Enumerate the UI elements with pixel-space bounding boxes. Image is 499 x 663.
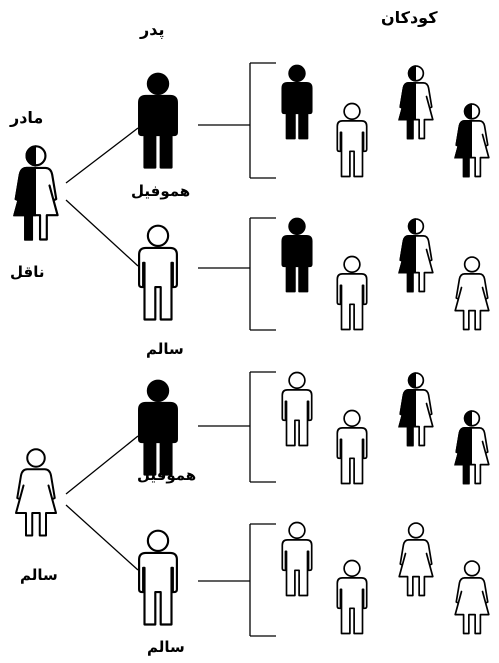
children-header: کودکان (381, 8, 438, 27)
father1-status-label: هموفیل (131, 182, 191, 200)
family1-child3-carrier-female-icon (398, 65, 434, 140)
family4-child3-healthy-female-icon (398, 522, 434, 597)
family2-child4-healthy-female-icon (454, 256, 490, 331)
family1-child2-healthy-male-icon (336, 102, 368, 178)
mother1-to-father2-line (65, 199, 139, 267)
family2-child1-affected-male-icon (281, 217, 313, 293)
family4-child1-healthy-male-icon (281, 521, 313, 597)
family1-child4-carrier-female-icon (454, 103, 490, 178)
mother2-to-father4-line (65, 504, 139, 571)
father3-affected-male-icon (138, 379, 178, 476)
family4-child2-healthy-male-icon (336, 559, 368, 635)
family4-child4-healthy-female-icon (454, 560, 490, 635)
family3-child2-healthy-male-icon (336, 409, 368, 485)
family3-child1-healthy-male-icon (281, 371, 313, 447)
father4-healthy-male-icon (138, 529, 178, 626)
mother-header: مادر (10, 108, 44, 127)
father3-status-label: هموفیل (137, 466, 197, 484)
mother1-status-label: ناقل (10, 263, 45, 281)
father-header: پدر (140, 20, 165, 39)
family1-child1-affected-male-icon (281, 64, 313, 140)
father2-healthy-male-icon (138, 224, 178, 321)
father4-status-label: سالم (147, 638, 185, 656)
family3-child3-carrier-female-icon (398, 372, 434, 447)
father2-status-label: سالم (146, 340, 184, 358)
mother2-status-label: سالم (20, 566, 58, 584)
family2-child2-healthy-male-icon (336, 255, 368, 331)
family2-child3-carrier-female-icon (398, 218, 434, 293)
mother2-healthy-female-icon (15, 448, 57, 537)
father1-affected-male-icon (138, 72, 178, 169)
mother1-to-father1-line (65, 127, 139, 184)
mother1-carrier-female-icon (12, 145, 59, 241)
mother2-to-father3-line (65, 435, 139, 495)
family3-child4-carrier-female-icon (454, 410, 490, 485)
